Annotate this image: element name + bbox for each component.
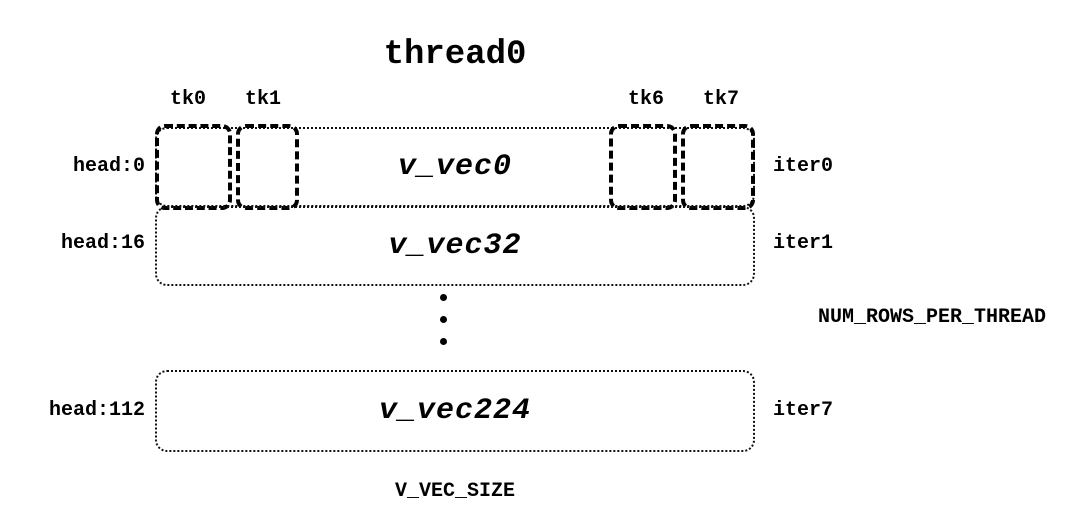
head0-label: head:0 <box>72 155 145 178</box>
tk6-label: tk6 <box>627 88 664 111</box>
head16-label: head:16 <box>60 232 145 255</box>
tk1-box <box>236 124 299 210</box>
v-vec32-box: v_vec32 <box>155 206 755 286</box>
tk0-box <box>155 124 232 210</box>
tk7-box <box>681 124 755 210</box>
vertical-ellipsis <box>440 294 447 345</box>
diagram-title: thread0 <box>383 36 527 74</box>
tk0-label: tk0 <box>169 88 206 111</box>
ellipsis-dot <box>440 294 447 301</box>
iter1-label: iter1 <box>773 232 834 255</box>
tk7-label: tk7 <box>702 88 739 111</box>
v-vec-size-label: V_VEC_SIZE <box>394 480 516 503</box>
v-vec224-text: v_vec224 <box>378 394 532 428</box>
v-vec32-text: v_vec32 <box>388 229 522 263</box>
v-vec0-text: v_vec0 <box>397 150 513 184</box>
tk1-label: tk1 <box>244 88 281 111</box>
head112-label: head:112 <box>48 399 145 422</box>
iter0-label: iter0 <box>773 155 834 178</box>
ellipsis-dot <box>440 338 447 345</box>
num-rows-per-thread-label: NUM_ROWS_PER_THREAD <box>818 306 1047 329</box>
ellipsis-dot <box>440 316 447 323</box>
tk6-box <box>609 124 677 210</box>
v-vec224-box: v_vec224 <box>155 370 755 452</box>
iter7-label: iter7 <box>773 399 834 422</box>
